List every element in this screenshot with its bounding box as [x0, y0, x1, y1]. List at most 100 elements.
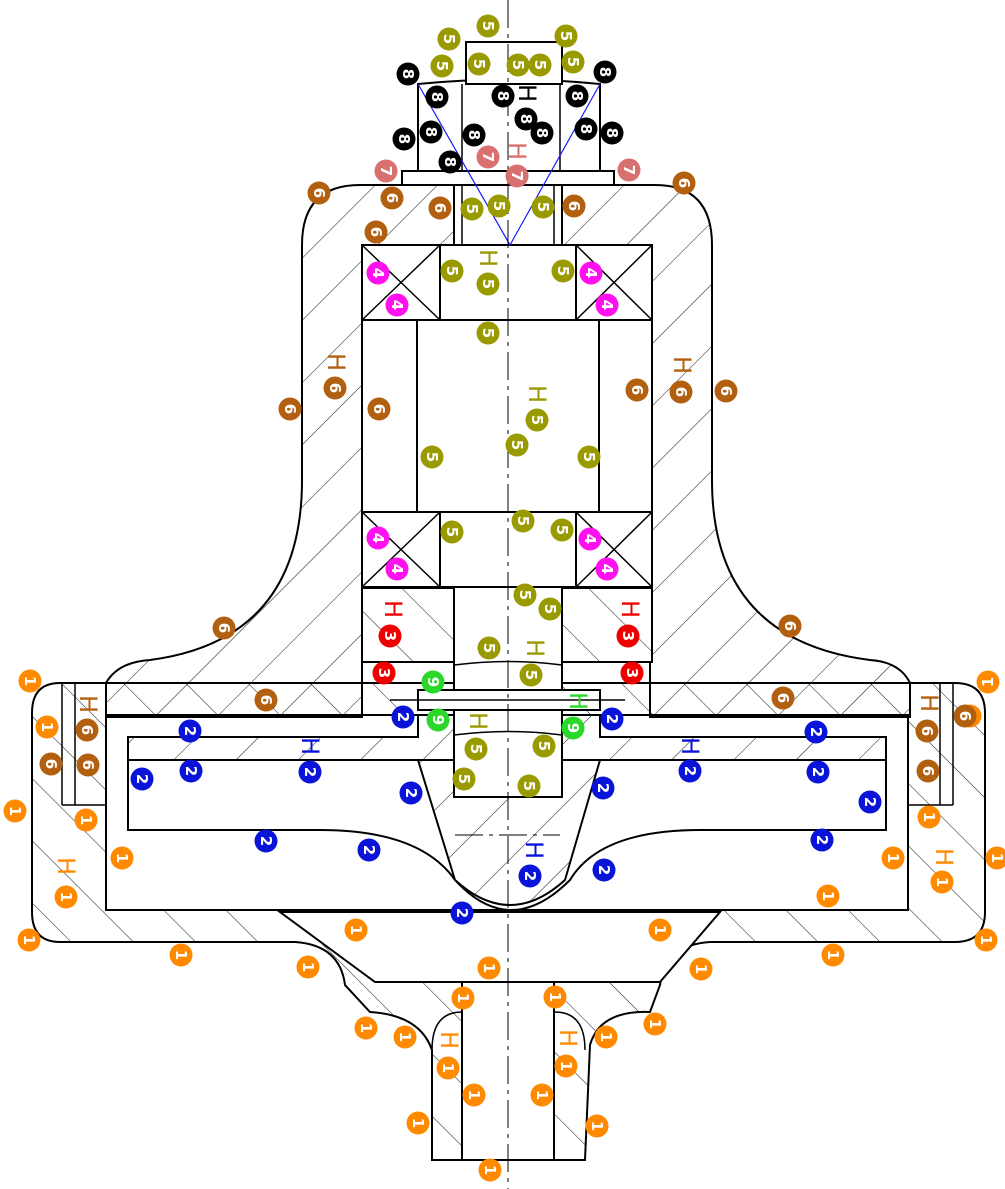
marker-number: 4	[598, 300, 616, 310]
marker-number: 6	[310, 188, 328, 198]
part-marker-4: 4	[595, 293, 619, 317]
marker-circle	[514, 107, 538, 131]
marker-number: 6	[370, 404, 388, 414]
marker-number: 1	[557, 1061, 575, 1071]
marker-circle	[462, 123, 486, 147]
marker-number: 1	[77, 815, 95, 825]
marker-number: 1	[299, 962, 317, 972]
marker-circle	[643, 1012, 667, 1036]
marker-number: 3	[619, 631, 637, 641]
marker-circle	[366, 526, 390, 550]
marker-circle	[396, 62, 420, 86]
part-marker-5: 5	[550, 518, 574, 542]
part-marker-7: 7	[505, 164, 529, 188]
marker-number: 8	[577, 124, 595, 134]
marker-number: 5	[528, 415, 546, 425]
part-marker-5: 5	[505, 433, 529, 457]
marker-circle	[594, 1025, 618, 1049]
marker-circle	[477, 636, 501, 660]
part-marker-1: 1	[594, 1025, 618, 1049]
marker-number: 5	[554, 266, 572, 276]
part-marker-8: 8	[530, 121, 554, 145]
marker-number: 1	[977, 935, 995, 945]
marker-number: 2	[257, 836, 275, 846]
marker-circle	[648, 918, 672, 942]
part-marker-1: 1	[543, 985, 567, 1009]
marker-number: 1	[6, 806, 24, 816]
marker-circle	[54, 885, 78, 909]
marker-number: 2	[594, 783, 612, 793]
marker-circle	[617, 158, 641, 182]
marker-number: 8	[494, 91, 512, 101]
marker-circle	[467, 52, 491, 76]
marker-circle	[130, 767, 154, 791]
marker-number: 1	[357, 1023, 375, 1033]
marker-number: 9	[424, 677, 442, 687]
part-marker-1: 1	[169, 943, 193, 967]
part-marker-2: 2	[130, 767, 154, 791]
marker-number: 8	[568, 91, 586, 101]
marker-circle	[357, 838, 381, 862]
marker-number: 9	[429, 715, 447, 725]
marker-circle	[476, 14, 500, 38]
marker-number: 1	[347, 925, 365, 935]
marker-number: 8	[422, 127, 440, 137]
part-marker-9: 9	[561, 716, 585, 740]
part-marker-1: 1	[462, 1083, 486, 1107]
marker-circle	[75, 718, 99, 742]
part-marker-5: 5	[519, 663, 543, 687]
marker-circle	[531, 195, 555, 219]
marker-circle	[76, 753, 100, 777]
part-marker-5: 5	[528, 53, 552, 77]
marker-number: 1	[21, 676, 39, 686]
marker-circle	[419, 120, 443, 144]
part-marker-7: 7	[617, 158, 641, 182]
marker-circle	[600, 707, 624, 731]
part-marker-5: 5	[506, 53, 530, 77]
marker-number: 5	[479, 21, 497, 31]
marker-number: 6	[956, 711, 974, 721]
marker-number: 6	[918, 726, 936, 736]
marker-circle	[298, 760, 322, 784]
marker-number: 1	[597, 1032, 615, 1042]
part-marker-1: 1	[821, 943, 845, 967]
marker-number: 4	[388, 564, 406, 574]
part-marker-9: 9	[426, 708, 450, 732]
marker-number: 1	[172, 950, 190, 960]
marker-circle	[714, 379, 738, 403]
marker-circle	[391, 705, 415, 729]
hatch-label-1: H	[52, 857, 80, 875]
marker-circle	[110, 846, 134, 870]
marker-number: 6	[326, 383, 344, 393]
marker-number: 1	[439, 1063, 457, 1073]
part-marker-2: 2	[806, 760, 830, 784]
part-marker-5: 5	[440, 259, 464, 283]
marker-circle	[436, 1056, 460, 1080]
marker-circle	[464, 737, 488, 761]
part-marker-8: 8	[491, 84, 515, 108]
part-marker-6: 6	[75, 718, 99, 742]
marker-number: 1	[920, 812, 938, 822]
marker-circle	[506, 53, 530, 77]
marker-circle	[437, 27, 461, 51]
marker-number: 8	[428, 92, 446, 102]
marker-circle	[616, 624, 640, 648]
hatch-label-7: H	[503, 142, 531, 160]
marker-circle	[385, 293, 409, 317]
marker-number: 2	[809, 767, 827, 777]
part-marker-1: 1	[436, 1056, 460, 1080]
hatch-label-9: H	[564, 692, 592, 710]
marker-number: 6	[79, 760, 97, 770]
part-marker-5: 5	[577, 445, 601, 469]
part-marker-6: 6	[76, 753, 100, 777]
part-marker-1: 1	[554, 1054, 578, 1078]
hatch-label-5: H	[474, 249, 502, 267]
part-marker-6: 6	[778, 614, 802, 638]
part-marker-5: 5	[517, 774, 541, 798]
hatch-label-5: H	[523, 385, 551, 403]
marker-number: 6	[672, 387, 690, 397]
marker-number: 5	[535, 741, 553, 751]
marker-circle	[476, 321, 500, 345]
marker-circle	[399, 781, 423, 805]
